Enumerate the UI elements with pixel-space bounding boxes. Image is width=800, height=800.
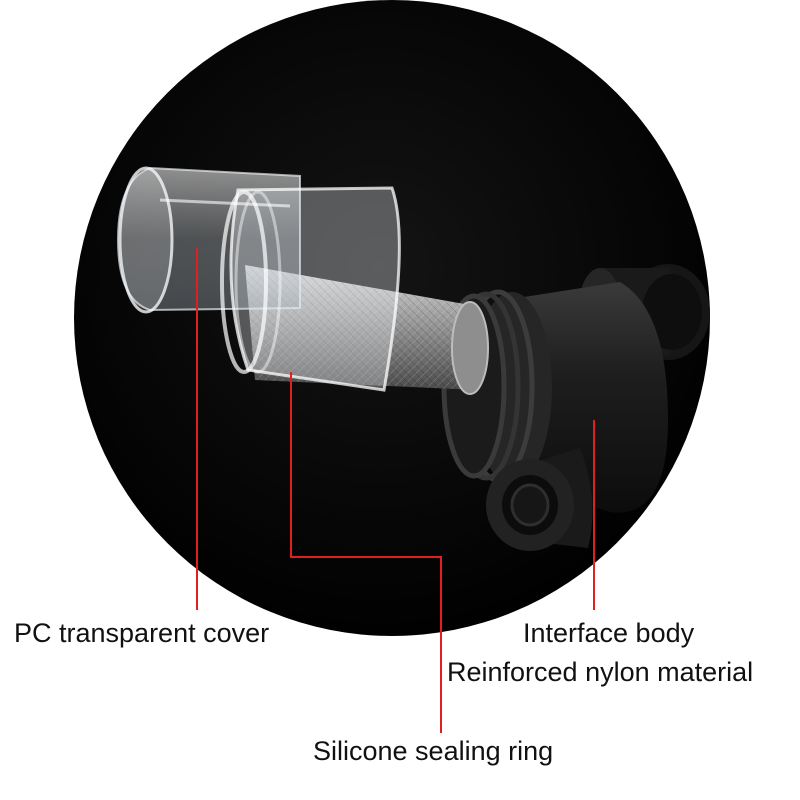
ring-leader-line bbox=[290, 372, 442, 733]
transparent-cover bbox=[116, 166, 401, 392]
material-label: Reinforced nylon material bbox=[447, 657, 754, 687]
mesh-filter bbox=[245, 265, 489, 395]
sealing-ring-label: Silicone sealing ring bbox=[313, 736, 554, 766]
interface-body-label: Interface body bbox=[523, 618, 695, 648]
interface-body bbox=[441, 264, 710, 551]
cover-label: PC transparent cover bbox=[14, 618, 270, 648]
